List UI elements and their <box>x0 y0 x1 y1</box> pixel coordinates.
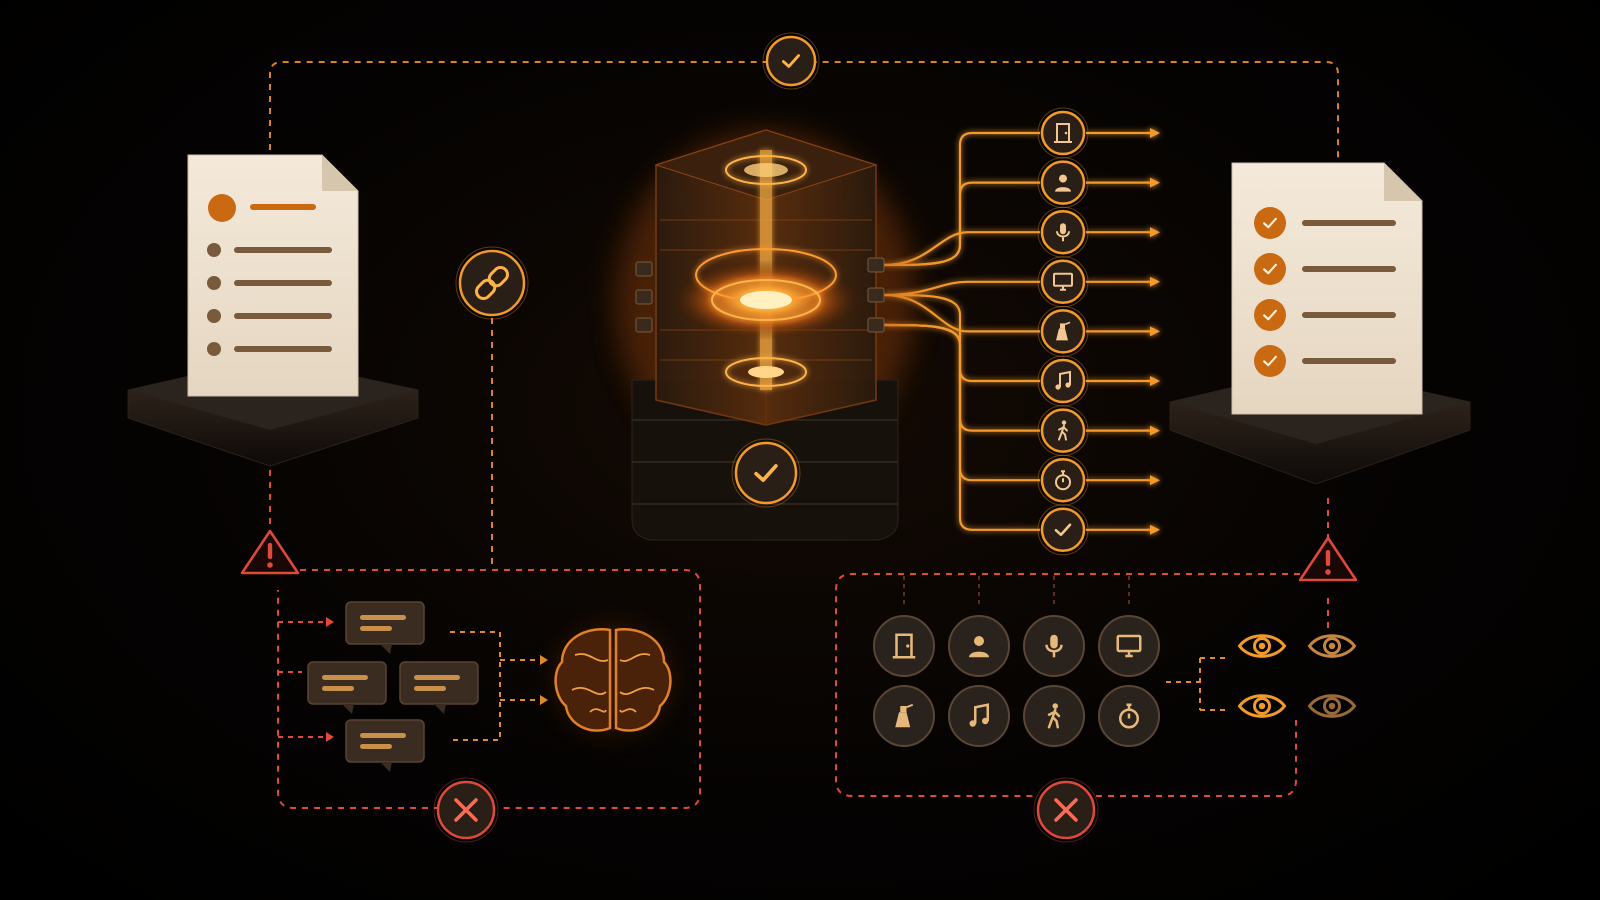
output-channels <box>1037 107 1089 556</box>
top-check-badge <box>762 32 820 90</box>
output-arrowhead <box>1150 177 1160 188</box>
output-channel-9 <box>1037 504 1089 556</box>
checklist-line <box>1302 266 1396 272</box>
left-failure-panel <box>240 529 672 843</box>
x-circle-icon <box>1033 777 1099 843</box>
hub-check-badge <box>731 438 801 508</box>
bullet-line <box>234 280 332 286</box>
warning-triangle-icon <box>240 529 300 575</box>
eye-icon <box>1237 694 1287 718</box>
category-1 <box>873 615 935 677</box>
checklist-line <box>1302 358 1396 364</box>
link-icon <box>475 266 509 300</box>
check-circle-icon <box>1254 253 1286 285</box>
output-arrowhead <box>1150 475 1160 486</box>
category-3 <box>1023 615 1085 677</box>
category-5 <box>873 685 935 747</box>
check-circle-icon <box>1254 299 1286 331</box>
bullet-line <box>234 346 332 352</box>
right-failure-panel <box>873 536 1358 843</box>
left-document-group <box>127 154 419 467</box>
x-circle-icon <box>433 777 499 843</box>
output-arrowhead <box>1150 376 1160 386</box>
category-6 <box>948 685 1010 747</box>
output-arrowhead <box>1150 128 1160 138</box>
brain-icon <box>554 628 672 732</box>
eye-icon <box>1307 694 1357 718</box>
check-circle-icon <box>1254 207 1286 239</box>
output-arrowhead <box>1150 276 1160 287</box>
badge-layer <box>455 32 820 508</box>
right-document-group <box>1169 162 1471 485</box>
bullet-dot-icon <box>207 342 221 356</box>
output-channel-7 <box>1037 405 1089 457</box>
link-connector-badge <box>455 246 529 320</box>
eye-icon <box>1307 634 1357 658</box>
output-channel-4 <box>1037 256 1089 308</box>
category-8 <box>1098 685 1160 747</box>
fanout-branch <box>883 181 1040 267</box>
fanout-branch <box>883 323 1040 531</box>
check-circle-icon <box>1254 345 1286 377</box>
left-failure-panel-frame <box>269 470 701 809</box>
left-document <box>187 154 359 397</box>
bullet-dot-icon <box>207 309 221 323</box>
category-7 <box>1023 685 1085 747</box>
chat-bubble-icon <box>307 661 387 714</box>
output-channel-3 <box>1037 206 1089 258</box>
checklist-line <box>1302 312 1396 318</box>
warning-triangle-icon <box>1298 536 1358 582</box>
right-document-checklist <box>1254 207 1396 377</box>
output-arrowhead <box>1150 227 1160 238</box>
output-fanout-lines <box>883 128 1160 535</box>
left-document-bullets <box>207 243 332 356</box>
output-arrowhead <box>1150 425 1160 436</box>
fanout-branch <box>883 131 1040 267</box>
central-hub <box>615 129 915 541</box>
bullet-dot-icon <box>207 243 221 257</box>
output-channel-2 <box>1037 157 1089 209</box>
output-channel-6 <box>1037 355 1089 407</box>
output-arrowhead <box>1150 326 1160 337</box>
output-channel-1 <box>1037 107 1089 159</box>
output-channel-8 <box>1037 454 1089 506</box>
chat-bubble-icon <box>399 661 479 714</box>
category-4 <box>1098 615 1160 677</box>
chat-bubble-icon <box>345 719 425 772</box>
output-arrowhead <box>1150 524 1160 535</box>
output-channel-5 <box>1037 305 1089 357</box>
bullet-dot-icon <box>207 276 221 290</box>
category-2 <box>948 615 1010 677</box>
avatar-dot-icon <box>208 194 236 222</box>
bullet-line <box>234 247 332 253</box>
checklist-line <box>1302 220 1396 226</box>
fanout-branch <box>883 293 1040 383</box>
chat-bubble-icon <box>345 601 425 654</box>
eye-icon <box>1237 634 1287 658</box>
bullet-line <box>234 313 332 319</box>
